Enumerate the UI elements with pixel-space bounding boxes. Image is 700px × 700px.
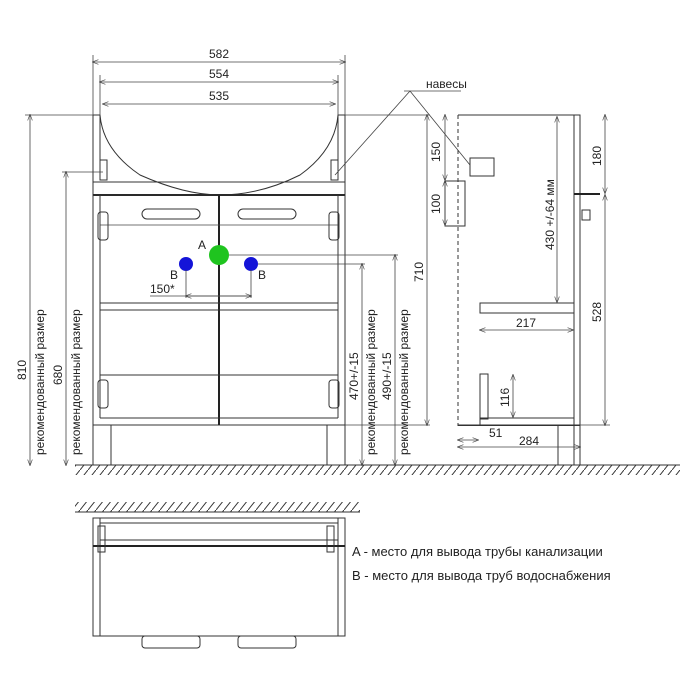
height-dimensions-right: 470+/-15 рекомендованный размер 490+/-15… bbox=[229, 115, 430, 465]
hinge-icon bbox=[97, 211, 340, 409]
dim-284: 284 bbox=[519, 434, 539, 448]
front-view: A B B 150* bbox=[92, 114, 346, 466]
dim-528: 528 bbox=[590, 302, 604, 322]
dim-810: 810 bbox=[15, 360, 29, 380]
floor bbox=[75, 464, 680, 513]
water-point-b-right bbox=[244, 257, 258, 271]
dim-430: 430 +/-64 мм bbox=[543, 179, 557, 250]
dim-470: 470+/-15 bbox=[347, 352, 361, 400]
recommended-810: рекомендованный размер bbox=[33, 309, 47, 455]
label-b-right: B bbox=[258, 268, 266, 282]
dim-554: 554 bbox=[209, 67, 229, 81]
dim-710: 710 bbox=[412, 262, 426, 282]
dim-150: 150 bbox=[429, 142, 443, 162]
label-b-left: B bbox=[170, 268, 178, 282]
door-handle-right bbox=[237, 208, 297, 220]
dim-150-pipes: 150* bbox=[150, 282, 175, 296]
legend-a: A - место для вывода трубы канализации bbox=[352, 544, 603, 559]
door-handle-left bbox=[141, 208, 201, 220]
recommended-470: рекомендованный размер bbox=[364, 309, 378, 455]
dim-100: 100 bbox=[429, 194, 443, 214]
hinges-callout: навесы bbox=[334, 77, 471, 176]
legend-b: B - место для вывода труб водоснабжения bbox=[352, 568, 611, 583]
side-view: 150 100 430 +/-64 мм 180 528 217 116 51 … bbox=[429, 115, 610, 466]
label-a: A bbox=[198, 238, 206, 252]
dim-116: 116 bbox=[498, 388, 512, 407]
dim-51: 51 bbox=[489, 426, 503, 440]
dim-680: 680 bbox=[51, 365, 65, 385]
dim-180: 180 bbox=[590, 146, 604, 166]
dim-582: 582 bbox=[209, 47, 229, 61]
drain-point-a bbox=[209, 245, 229, 265]
dim-490: 490+/-15 bbox=[380, 352, 394, 400]
hinges-label: навесы bbox=[426, 77, 467, 91]
recommended-490: рекомендованный размер bbox=[397, 309, 411, 455]
dim-535: 535 bbox=[209, 89, 229, 103]
legend: A - место для вывода трубы канализации B… bbox=[352, 544, 611, 583]
plan-view bbox=[92, 517, 346, 649]
dim-217: 217 bbox=[516, 316, 536, 330]
width-dimensions: 582 554 535 bbox=[93, 47, 345, 115]
water-point-b-left bbox=[179, 257, 193, 271]
recommended-680: рекомендованный размер bbox=[69, 309, 83, 455]
height-dimensions-left: 810 рекомендованный размер 680 рекомендо… bbox=[15, 115, 103, 465]
